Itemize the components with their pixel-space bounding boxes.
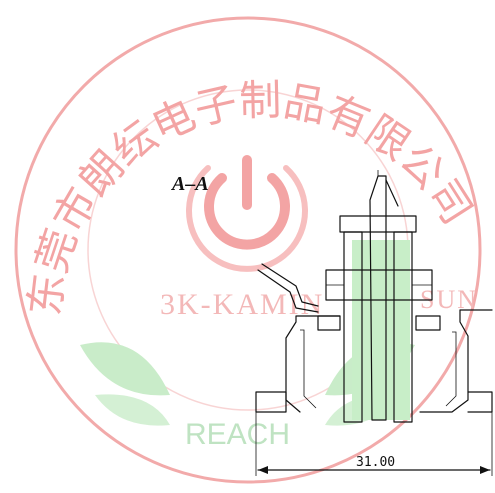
dim-arrow-right: [480, 466, 490, 474]
housing-outline: [285, 309, 493, 413]
shaft-top-chamfer: [385, 179, 399, 207]
power-logo-icon: [186, 155, 308, 272]
shaft-core: [369, 175, 387, 421]
shaft-fill: [352, 240, 410, 420]
lever-arm: [257, 269, 319, 313]
dim-arrow-left: [258, 466, 268, 474]
leaf-left-icon: [80, 342, 170, 426]
nut-top: [339, 215, 417, 233]
dimension-label: 31.00: [356, 455, 395, 470]
flange-right: [467, 391, 493, 413]
flange-left: [255, 391, 287, 413]
section-view: 31.00: [255, 170, 493, 476]
nut-body: [325, 269, 433, 301]
watermark-reach: REACH: [185, 418, 290, 451]
section-label: A–A: [170, 173, 209, 195]
watermark-outer-ring: [14, 16, 482, 484]
washer-right: [415, 315, 441, 331]
